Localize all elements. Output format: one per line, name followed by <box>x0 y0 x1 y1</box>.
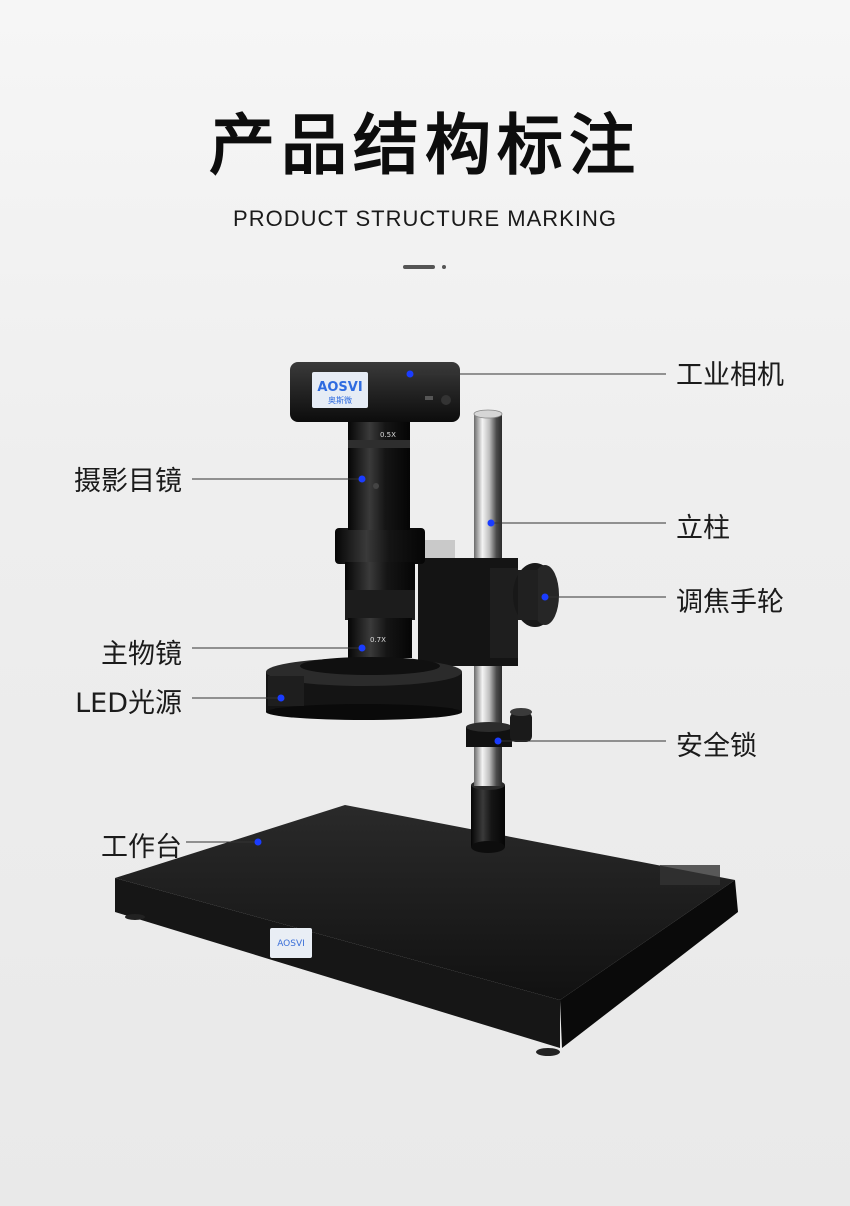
eyepiece-tube: 0.5X <box>348 420 410 530</box>
camera-logo-badge <box>312 372 368 408</box>
label-eyepiece: 摄影目镜 <box>74 466 182 497</box>
label-focus-wheel: 调焦手轮 <box>676 587 784 618</box>
marker-eyepiece <box>358 475 366 483</box>
label-industrial-camera: 工业相机 <box>676 360 784 391</box>
divider-dash <box>403 265 435 269</box>
base-logo-text: AOSVI <box>277 939 305 949</box>
focus-carriage <box>418 540 559 666</box>
label-objective: 主物镜 <box>101 639 182 670</box>
page-subtitle: PRODUCT STRUCTURE MARKING <box>233 206 617 231</box>
label-workbench: 工作台 <box>101 832 182 863</box>
marker-safety-lock <box>494 737 502 745</box>
page-title: 产品结构标注 <box>209 107 641 184</box>
marker-objective <box>358 644 366 652</box>
marker-led <box>277 694 285 702</box>
marker-dots <box>254 370 549 846</box>
marker-column <box>487 519 495 527</box>
lens-zoom-mark: 0.7X <box>370 636 386 644</box>
camera-logo-subtext: 奥斯微 <box>328 395 352 405</box>
camera-logo-text: AOSVI <box>317 380 362 395</box>
base-label-plate <box>660 865 720 885</box>
divider-dot <box>442 265 446 269</box>
led-ring-light <box>266 657 462 720</box>
leader-lines <box>186 373 666 843</box>
marker-focus-wheel <box>541 593 549 601</box>
label-led-light: LED光源 <box>75 688 182 719</box>
eyepiece-mark: 0.5X <box>380 431 396 439</box>
label-column: 立柱 <box>676 513 730 544</box>
workbench-plate: AOSVI <box>115 805 738 1056</box>
zoom-lens-body: 0.7X <box>335 528 425 658</box>
base-logo-badge <box>270 928 312 958</box>
pole-base-collar <box>471 780 505 853</box>
marker-workbench <box>254 838 262 846</box>
label-safety-lock: 安全锁 <box>676 731 757 762</box>
marker-camera <box>406 370 414 378</box>
industrial-camera-body: AOSVI 奥斯微 <box>290 362 460 422</box>
